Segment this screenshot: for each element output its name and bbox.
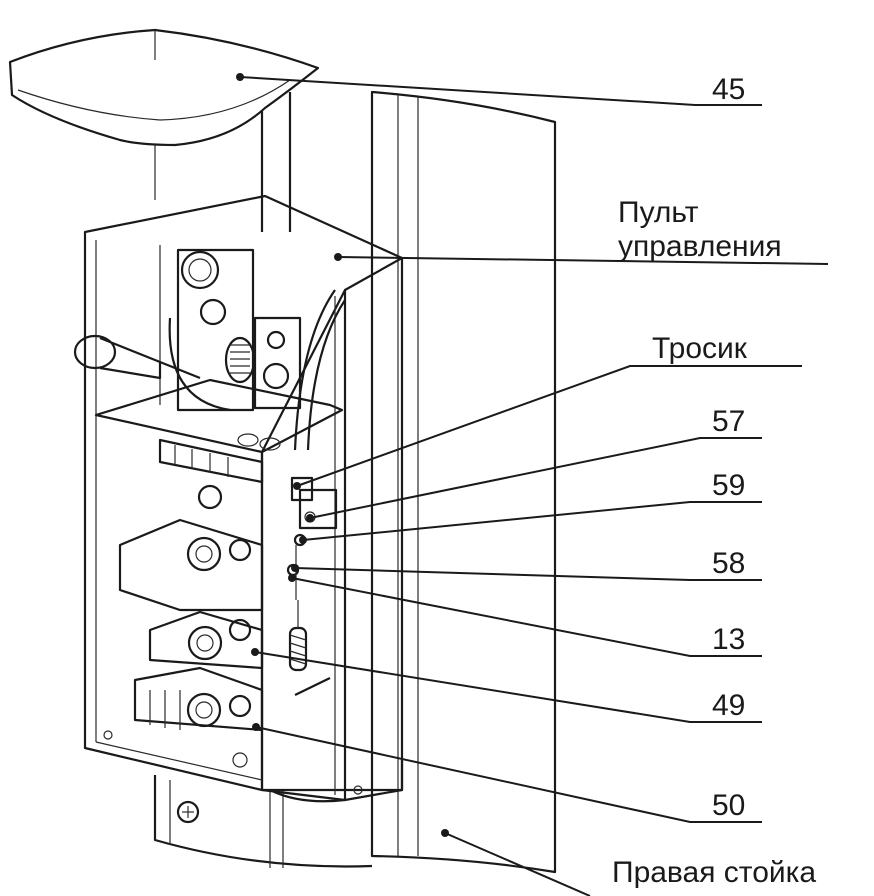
lever-mechanism-drawing xyxy=(73,248,302,412)
callout-45: 45 xyxy=(712,73,745,106)
right-post-drawing xyxy=(153,90,557,874)
head-pad-drawing xyxy=(8,28,320,232)
callout-57: 57 xyxy=(712,405,745,438)
switch-block-drawing xyxy=(118,433,281,732)
control-panel-box-drawing xyxy=(83,194,404,803)
cable-spring-drawing xyxy=(286,476,338,696)
callout-58: 58 xyxy=(712,547,745,580)
callout-59: 59 xyxy=(712,469,745,502)
leader-lines xyxy=(236,73,829,896)
callout-49: 49 xyxy=(712,689,745,722)
callout-13: 13 xyxy=(712,623,745,656)
callout-cable: Тросик xyxy=(652,332,748,365)
callout-control-panel-line2: управления xyxy=(618,230,782,263)
callout-control-panel-line1: Пульт xyxy=(618,196,699,229)
callout-50: 50 xyxy=(712,789,745,822)
callout-right-post: Правая стойка xyxy=(612,856,816,889)
